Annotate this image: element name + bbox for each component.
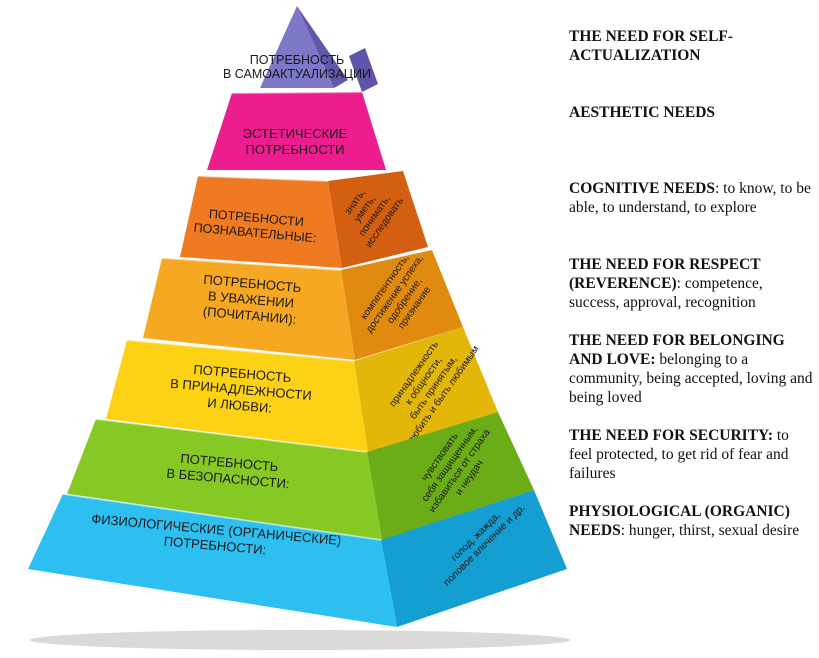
level-face [28,494,397,627]
pyramid-level-physiological: ФИЗИОЛОГИЧЕСКИЕ (ОРГАНИЧЕСКИЕ)ПОТРЕБНОСТ… [28,490,567,627]
level-label-line: ПОТРЕБНОСТЬ [250,53,344,67]
level-edge [161,257,342,271]
legend-head: THE NEED FOR BELONGING AND LOVE: [569,332,785,368]
level-side [381,490,567,627]
level-edge [231,91,363,94]
level-side [328,171,428,268]
level-face [106,340,368,452]
level-label: ПОТРЕБНОСТЬВ УВАЖЕНИИ(ПОЧИТАНИИ): [200,272,302,327]
level-side [341,250,463,360]
level-edge [95,418,368,453]
legend-item-security: THE NEED FOR SECURITY: to feel protected… [569,426,814,483]
level-label-line: И ЛЮБВИ: [207,395,273,416]
legend-desc: to feel protected, to get rid of fear an… [569,427,789,482]
apex-face [260,6,334,88]
level-edge [197,175,329,182]
level-edge [62,493,382,541]
level-side [354,327,498,452]
level-face [67,419,382,540]
pyramid-level-security: ПОТРЕБНОСТЬВ БЕЗОПАСНОСТИ:чувствоватьсеб… [67,412,534,540]
level-label-line: В САМОАКТУАЛИЗАЦИИ [223,67,371,81]
legend-head: THE NEED FOR RESPECT (REVERENCE) [569,256,761,292]
legend-head: THE NEED FOR SELF-ACTUALIZATION [569,28,734,64]
legend-desc: : to know, to be able, to understand, to… [569,180,811,216]
legend-desc: : hunger, thirst, sexual desire [620,522,800,539]
apex-side [297,6,348,88]
pyramid-shadow [30,630,570,650]
level-label: ПОТРЕБНОСТЬВ ПРИНАДЛЕЖНОСТИИ ЛЮБВИ: [168,360,313,419]
legend-item-cognitive: COGNITIVE NEEDS: to know, to be able, to… [569,179,814,217]
legend-head: THE NEED FOR SECURITY: [569,427,773,444]
level-face [180,176,342,268]
legend-item-physiological: PHYSIOLOGICAL (ORGANIC) NEEDS: hunger, t… [569,502,814,540]
legend-head: PHYSIOLOGICAL (ORGANIC) NEEDS [569,503,790,539]
legend-desc: : competence, success, approval, recogni… [569,275,763,311]
level-side [349,48,378,92]
level-face [143,258,355,360]
legend-item-belonging: THE NEED FOR BELONGING AND LOVE: belongi… [569,331,814,407]
legend-item-respect: THE NEED FOR RESPECT (REVERENCE): compet… [569,255,814,312]
legend-head: AESTHETIC NEEDS [569,104,716,121]
pyramid-level-respect: ПОТРЕБНОСТЬВ УВАЖЕНИИ(ПОЧИТАНИИ):компете… [143,250,463,360]
level-label-line: ПОТРЕБНОСТИ [245,142,344,157]
legend-item-aesthetic: AESTHETIC NEEDS [569,103,814,122]
level-side [367,412,534,540]
legend-desc: belonging to a community, being accepted… [569,351,813,406]
level-face [207,92,386,170]
legend-head: COGNITIVE NEEDS [569,180,715,197]
level-edge [126,339,355,362]
pyramid-level-cognitive: ПОТРЕБНОСТИПОЗНАВАТЕЛЬНЫЕ:знать,уметь,по… [180,171,428,268]
level-label-line: ЭСТЕТИЧЕСКИЕ [243,126,348,141]
level-label-line: В УВАЖЕНИИ [207,288,294,310]
pyramid-level-belonging: ПОТРЕБНОСТЬВ ПРИНАДЛЕЖНОСТИИ ЛЮБВИ:прина… [106,327,498,452]
legend-item-self-actualization: THE NEED FOR SELF-ACTUALIZATION [569,27,814,65]
